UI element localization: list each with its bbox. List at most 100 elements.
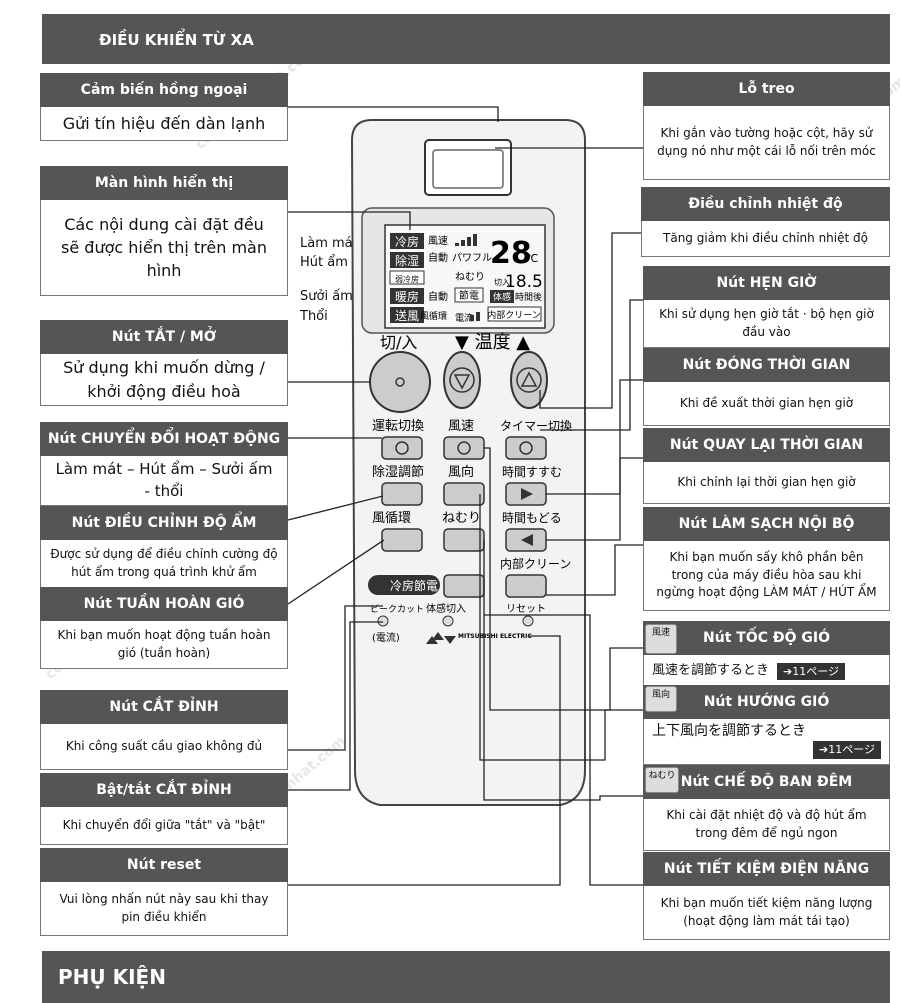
display-sensor: 体感 — [493, 291, 511, 303]
label-eco-button: Nút TIẾT KIỆM ĐIỆN NĂNG Khi bạn muốn tiế… — [643, 852, 890, 940]
label-title: Bật/tắt CẮT ĐỈNH — [40, 773, 288, 807]
display-entry: 切入 — [494, 278, 510, 287]
label-title: Nút CHUYỂN ĐỔI HOẠT ĐỘNG — [40, 422, 288, 456]
display-mode-fan: 送風 — [395, 308, 419, 323]
label-reset-button: Nút reset Vui lòng nhấn nút này sau khi … — [40, 848, 288, 936]
label-fan-speed-button: Nút TỐC ĐỘ GIÓ 風速を調節するとき ➔11ページ — [643, 621, 890, 689]
sleep-icon: ねむり — [645, 767, 679, 793]
label-desc: Khi đề xuất thời gian hẹn giờ — [643, 382, 890, 426]
time-fwd-button-label: 時間すすむ — [502, 465, 562, 479]
fan-direction-icon: 風向 — [645, 686, 677, 712]
sleep-button-label: ねむり — [442, 511, 481, 526]
label-desc: Khi sử dụng hẹn giờ tắt · bộ hẹn giờ đầu… — [643, 300, 890, 348]
label-desc: Khi bạn muốn tiết kiệm năng lượng (hoạt … — [643, 886, 890, 940]
mode-badge-weak-cool — [389, 270, 425, 285]
mode-button[interactable] — [381, 436, 423, 460]
label-title: Cảm biến hồng ngoại — [40, 73, 288, 107]
display-clean: 内部クリーン — [487, 309, 541, 321]
page-title: ĐIỀU KHIỂN TỪ XA — [99, 31, 254, 49]
label-display: Màn hình hiển thị Các nội dung cài đặt đ… — [40, 166, 288, 296]
label-desc: Khi chuyển đổi giữa "tắt" và "bật" — [40, 807, 288, 845]
sleep-button[interactable] — [443, 528, 485, 552]
label-title: Nút TẮT / MỞ — [40, 320, 288, 354]
label-temperature: Điều chỉnh nhiệt độ Tăng giảm khi điều c… — [641, 187, 890, 257]
label-desc: Gửi tín hiệu đến dàn lạnh — [40, 107, 288, 141]
peak-sub-label: (電流) — [372, 631, 400, 644]
brand-logo — [426, 632, 456, 644]
power-label: 切/入 — [380, 333, 417, 352]
brand-name: MITSUBISHI ELECTRIC — [458, 633, 532, 640]
section-title: PHỤ KIỆN — [58, 965, 166, 989]
eco-button[interactable] — [443, 574, 485, 598]
label-power-button: Nút TẮT / MỞ Sử dụng khi muốn dừng / khở… — [40, 320, 288, 406]
label-peak-cut-button: Nút CẮT ĐỈNH Khi công suất cầu giao khôn… — [40, 690, 288, 770]
label-title: Nút QUAY LẠI THỜI GIAN — [643, 428, 890, 462]
display-temp: 28 — [490, 236, 532, 271]
reset-button[interactable] — [522, 615, 534, 627]
label-desc: Được sử dụng để điều chỉnh cường độ hút … — [40, 540, 288, 588]
peak-cut-button[interactable] — [377, 615, 389, 627]
mode-label-fan: Thổi — [300, 309, 328, 324]
sensor-label: 体感切入 — [426, 602, 466, 615]
label-desc: Vui lòng nhấn nút này sau khi thay pin đ… — [40, 882, 288, 936]
time-back-button-label: 時間もどる — [502, 511, 562, 525]
label-desc: Khi cài đặt nhiệt độ và độ hút ẩm trong … — [643, 799, 890, 851]
label-title: Nút TIẾT KIỆM ĐIỆN NĂNG — [643, 852, 890, 886]
fan-direction-button[interactable] — [443, 482, 485, 506]
display-sleep: ねむり — [455, 271, 485, 283]
eco-button-label: 冷房節電 — [390, 578, 438, 593]
label-hanging-hole: Lỗ treo Khi gắn vào tường hoặc cột, hãy … — [643, 72, 890, 180]
page-ref-badge: ➔11ページ — [813, 741, 881, 760]
footer-bar: PHỤ KIỆN — [42, 951, 890, 1003]
label-title: Lỗ treo — [643, 72, 890, 106]
label-sleep-button: Nút CHẾ ĐỘ BAN ĐÊM Khi cài đặt nhiệt độ … — [643, 765, 890, 851]
temp-up-button[interactable] — [510, 351, 548, 409]
display-mode-cool: 冷房 — [395, 234, 419, 249]
label-peak-cut-toggle: Bật/tắt CẮT ĐỈNH Khi chuyển đổi giữa "tắ… — [40, 773, 288, 845]
display-eco: 節電 — [459, 289, 479, 302]
label-desc: Khi chỉnh lại thời gian hẹn giờ — [643, 462, 890, 504]
dehumidify-button[interactable] — [381, 482, 423, 506]
label-desc: Làm mát – Hút ẩm – Sưởi ấm - thổi — [40, 456, 288, 506]
mode-label-heat: Sưởi ấm — [300, 289, 353, 304]
label-title: Nút TUẦN HOÀN GIÓ — [40, 587, 288, 621]
temp-label: ▼ 温度 ▲ — [455, 332, 530, 353]
label-title: Nút ĐIỀU CHỈNH ĐỘ ẨM — [40, 506, 288, 540]
label-title: Nút LÀM SẠCH NỘI BỘ — [643, 507, 890, 541]
display-subvalue: 18.5 — [505, 272, 543, 292]
label-time-close-button: Nút ĐÓNG THỜI GIAN Khi đề xuất thời gian… — [643, 348, 890, 426]
sensor-button[interactable] — [442, 615, 454, 627]
clean-button-label: 内部クリーン — [500, 556, 571, 571]
label-title: Màn hình hiển thị — [40, 166, 288, 200]
circulation-button[interactable] — [381, 528, 423, 552]
label-ir-sensor: Cảm biến hồng ngoại Gửi tín hiệu đến dàn… — [40, 73, 288, 141]
label-title: Nút TỐC ĐỘ GIÓ — [643, 621, 890, 655]
display-mode-dry: 除湿 — [395, 253, 419, 268]
timer-button-label: タイマー切換 — [500, 419, 572, 433]
fan-button-label: 風速 — [448, 419, 474, 434]
label-time-back-button: Nút QUAY LẠI THỜI GIAN Khi chỉnh lại thờ… — [643, 428, 890, 504]
label-desc: Tăng giảm khi điều chỉnh nhiệt độ — [641, 221, 890, 257]
label-desc: Khi công suất cầu giao không đủ — [40, 724, 288, 770]
page-ref-badge: ➔11ページ — [777, 662, 846, 681]
display-mode-heat: 暖房 — [395, 289, 419, 304]
label-title: Nút CẮT ĐỈNH — [40, 690, 288, 724]
label-title: Nút reset — [40, 848, 288, 882]
internal-clean-button[interactable] — [505, 574, 547, 598]
label-internal-clean-button: Nút LÀM SẠCH NỘI BỘ Khi bạn muốn sấy khô… — [643, 507, 890, 611]
timer-button[interactable] — [505, 436, 547, 460]
temp-down-button[interactable] — [443, 351, 481, 409]
mode-badge-heat — [390, 288, 424, 304]
label-dehumidify-button: Nút ĐIỀU CHỈNH ĐỘ ẨM Được sử dụng để điề… — [40, 506, 288, 588]
label-title: Nút HẸN GIỜ — [643, 266, 890, 300]
display-auto: 自動 — [428, 251, 448, 264]
power-button[interactable] — [369, 351, 431, 413]
label-timer-button: Nút HẸN GIỜ Khi sử dụng hẹn giờ tắt · bộ… — [643, 266, 890, 348]
dir-button-label: 風向 — [448, 464, 474, 480]
label-desc: Khi bạn muốn sấy khô phần bên trong của … — [643, 541, 890, 611]
display-powerful: パワフル — [452, 252, 492, 264]
reset-label: リセット — [506, 603, 546, 615]
label-title: Nút ĐÓNG THỜI GIAN — [643, 348, 890, 382]
fan-speed-button[interactable] — [443, 436, 485, 460]
